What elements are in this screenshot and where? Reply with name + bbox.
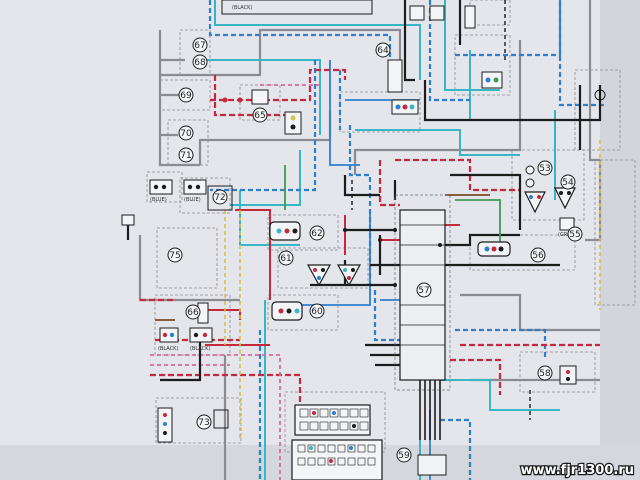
connector-53-54-55: (GRAY) <box>524 165 576 238</box>
label-70: 70 <box>180 129 192 139</box>
connector-65 <box>251 89 302 135</box>
connector-56 <box>477 241 511 257</box>
label-60: 60 <box>311 307 323 317</box>
connector-58 <box>559 365 577 385</box>
wires-yellow <box>224 140 601 440</box>
connector-top-left <box>409 5 476 29</box>
component-72-relay <box>121 185 233 226</box>
label-57-circle <box>416 282 432 298</box>
top-connector-color: (BLACK) <box>232 5 252 11</box>
wires-gray <box>138 0 602 480</box>
reference-labels <box>167 37 583 463</box>
label-53-circle <box>537 160 553 176</box>
blue-mid-color: (BLUE) <box>184 197 201 203</box>
label-71-circle <box>178 147 194 163</box>
label-55: 55 <box>569 230 580 240</box>
label-62-circle <box>309 225 325 241</box>
label-62: 62 <box>311 229 322 239</box>
label-60-circle <box>309 303 325 319</box>
label-59: 59 <box>398 451 410 461</box>
label-72-circle <box>212 189 228 205</box>
label-71: 71 <box>180 151 191 161</box>
wires-brown <box>155 194 490 321</box>
splice-dots <box>222 97 442 287</box>
connector-66: (BLACK) (BLACK) <box>158 302 213 352</box>
label-75: 75 <box>169 251 180 261</box>
connector-blue-mid: (BLUE) <box>183 179 207 203</box>
label-69-circle <box>178 87 194 103</box>
label-58-circle <box>537 365 553 381</box>
label-55-circle <box>567 226 583 242</box>
label-70-circle <box>178 125 194 141</box>
label-68-circle <box>192 54 208 70</box>
site-watermark: www.fjr1300.ru <box>521 463 634 478</box>
label-75-circle <box>167 247 183 263</box>
connector-64 <box>387 59 419 115</box>
wires-blue <box>208 0 605 480</box>
label-72: 72 <box>214 193 225 203</box>
label-65: 65 <box>254 111 265 121</box>
label-59-circle <box>396 447 412 463</box>
label-67-circle <box>192 37 208 53</box>
label-68: 68 <box>194 58 206 68</box>
blue-left-color: (BLUE) <box>150 197 167 203</box>
wires-black <box>126 0 602 382</box>
connector-blue-left: (BLUE) <box>149 179 173 203</box>
wires-pink <box>150 84 320 480</box>
label-53: 53 <box>539 164 550 174</box>
wires-black-dashed <box>351 0 531 420</box>
top-connector-group: (BLACK) <box>221 0 373 15</box>
connector-top-right <box>481 71 606 101</box>
connector-multipin-bottom <box>291 404 383 480</box>
label-73-circle <box>196 414 212 430</box>
label-64-circle <box>375 42 391 58</box>
label-54: 54 <box>562 178 574 188</box>
label-67: 67 <box>194 41 205 51</box>
label-56: 56 <box>532 251 544 261</box>
dashed-frames <box>146 0 636 453</box>
connector-61 <box>306 264 362 287</box>
label-66-circle <box>185 304 201 320</box>
label-73: 73 <box>198 418 209 428</box>
black-connector-2-color: (BLACK) <box>190 346 210 352</box>
label-64: 64 <box>377 46 389 56</box>
connector-62 <box>269 221 301 241</box>
label-69: 69 <box>180 91 192 101</box>
label-56-circle <box>530 247 546 263</box>
label-61-circle <box>278 250 294 266</box>
connector-73 <box>157 407 229 443</box>
label-54-circle <box>560 174 576 190</box>
label-66: 66 <box>187 308 199 318</box>
label-65-circle <box>252 107 268 123</box>
gray-connector-color: (GRAY) <box>558 232 575 238</box>
label-57: 57 <box>418 286 429 296</box>
label-61: 61 <box>280 254 291 264</box>
connector-60 <box>271 301 303 321</box>
black-connector-1-color: (BLACK) <box>158 346 178 352</box>
wires-green <box>284 165 501 250</box>
label-58: 58 <box>539 369 551 379</box>
reference-label-text: 67 68 69 70 71 65 64 72 75 62 61 60 57 5… <box>169 41 580 461</box>
